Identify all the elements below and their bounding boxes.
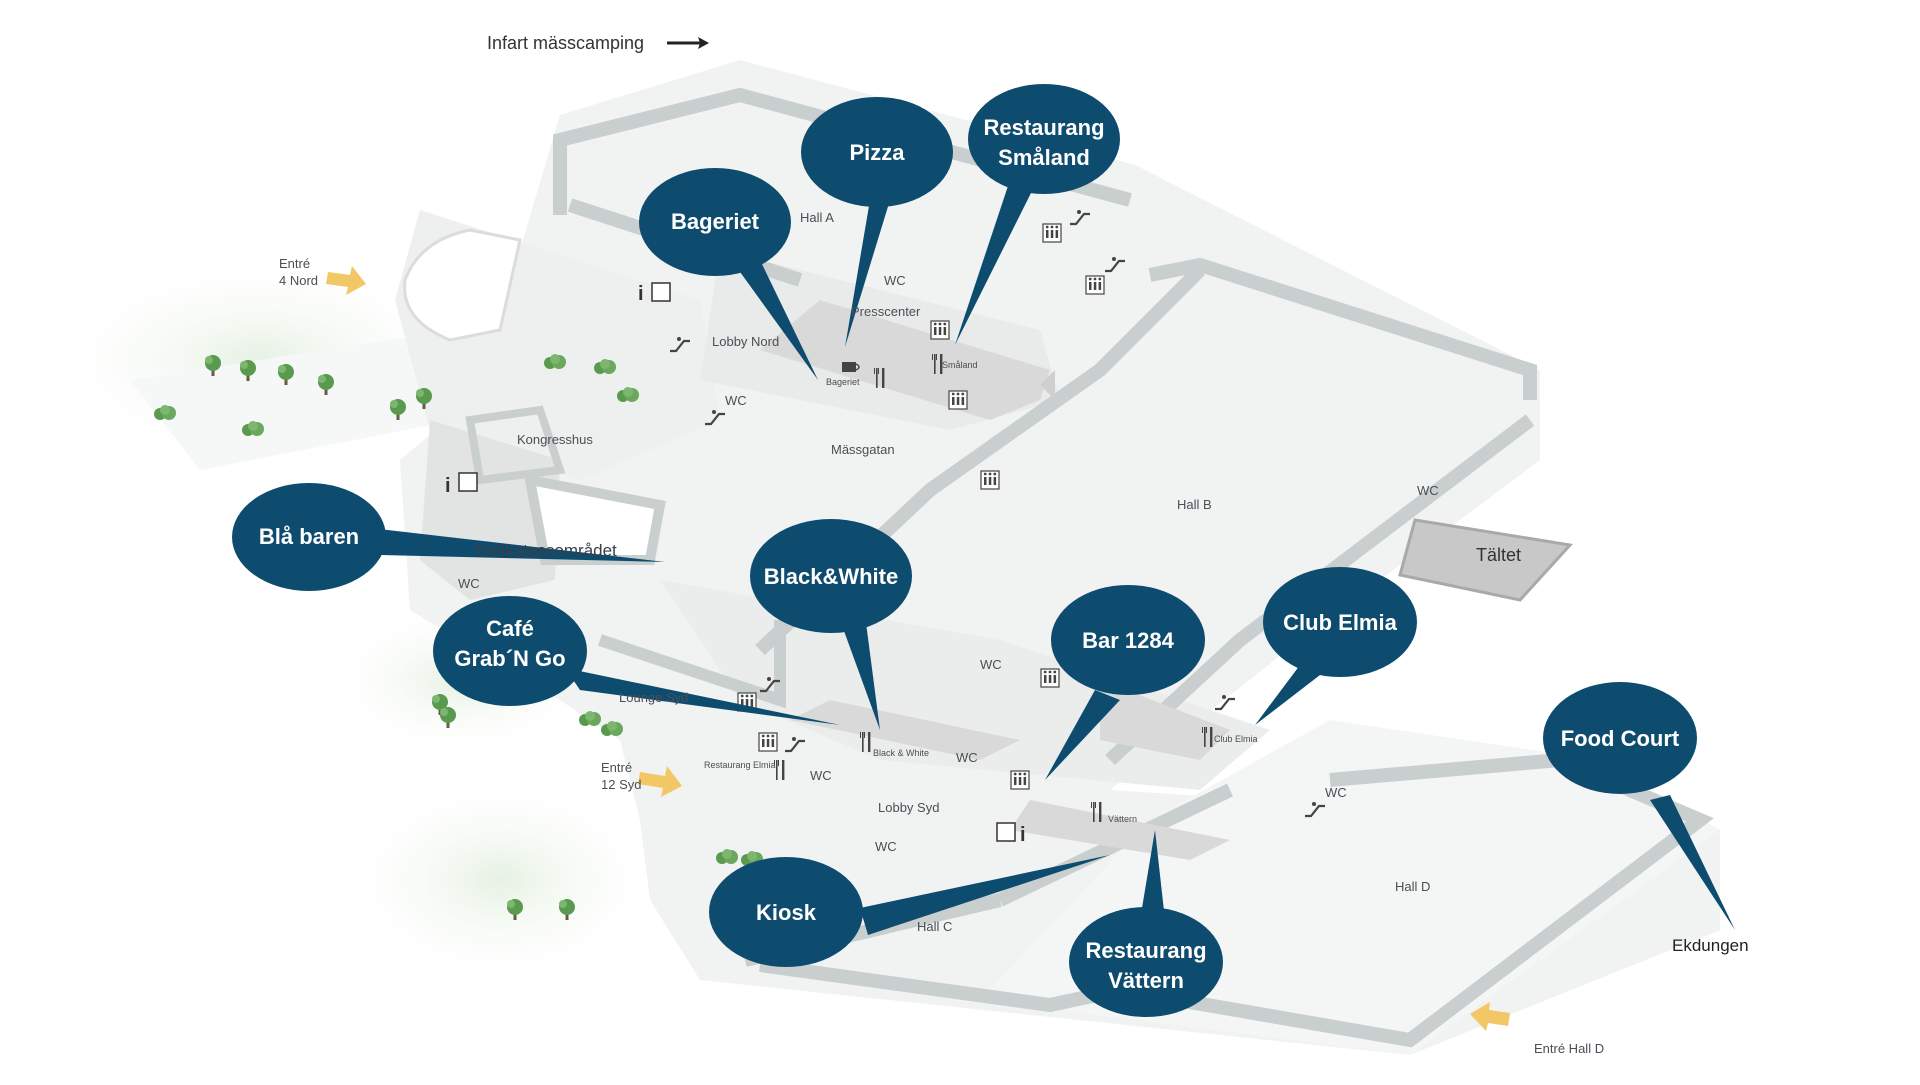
delikatessomradet-label: Delikatessområdet [476,541,617,560]
svg-text:Black&White: Black&White [764,564,898,589]
svg-text:Blå baren: Blå baren [259,524,359,549]
svg-text:Grab´N Go: Grab´N Go [454,646,565,671]
massgatan-label: Mässgatan [831,442,895,457]
entrance-arrow-icon [638,766,682,797]
svg-text:Vättern: Vättern [1108,968,1184,993]
ekdungen-label: Ekdungen [1672,936,1749,955]
callout-restaurang-vattern[interactable]: Restaurang Vättern [1069,907,1223,1017]
info-icon: i [1020,824,1026,846]
restaurang-elmia-small-label: Restaurang Elmia [704,760,776,770]
taltet-label: Tältet [1476,545,1521,565]
svg-text:Restaurang: Restaurang [983,115,1104,140]
infart-masscamping-label: Infart mässcamping [487,33,644,53]
club-elmia-small-label: Club Elmia [1214,734,1258,744]
svg-text:Bageriet: Bageriet [671,209,760,234]
entre-nord-label-1: Entré [279,256,310,271]
hall-a-label: Hall A [800,210,834,225]
wc-label: WC [1325,785,1347,800]
lobby-nord-label: Lobby Nord [712,334,779,349]
entre-hall-d-label: Entré Hall D [1534,1041,1604,1056]
entre-nord-label-2: 4 Nord [279,273,318,288]
svg-text:Bar 1284: Bar 1284 [1082,628,1175,653]
callout-bageriet[interactable]: Bageriet [639,168,791,276]
wc-label: WC [980,657,1002,672]
wc-label: WC [1417,483,1439,498]
svg-text:Kiosk: Kiosk [756,900,817,925]
zones [403,228,1573,860]
info-icon: i [638,283,644,305]
wc-label: WC [810,768,832,783]
wc-label: WC [956,750,978,765]
svg-text:Club Elmia: Club Elmia [1283,610,1397,635]
callout-bar-1284[interactable]: Bar 1284 [1051,585,1205,695]
entrance-arrows [326,37,1510,1031]
kongresshus-label: Kongresshus [517,432,593,447]
area-labels: Hall A Hall B Hall C Hall D Tältet Lobby… [476,210,1749,955]
info-icons: i i i [445,282,1026,846]
arrow-right-icon [698,37,709,49]
svg-text:Pizza: Pizza [849,140,905,165]
lounge-syd-label: Lounge Syd [619,690,688,705]
entrance-arrow-icon [1470,1002,1510,1031]
callout-tails [370,180,1735,935]
lobby-syd-label: Lobby Syd [878,800,939,815]
hall-b-label: Hall B [1177,497,1212,512]
entre-syd-label-1: Entré [601,760,632,775]
coffee-cup-icon [842,362,860,372]
svg-text:Småland: Småland [998,145,1090,170]
info-icon: i [445,475,451,497]
wc-label: WC [884,273,906,288]
callout-bla-baren[interactable]: Blå baren [232,483,386,591]
entrance-arrow-icon [326,266,366,295]
smaland-small-label: Småland [942,360,978,370]
callout-pizza[interactable]: Pizza [801,97,953,207]
wc-label: WC [725,393,747,408]
wc-labels: WC WC WC WC WC WC WC WC WC [458,273,1439,854]
hall-d-label: Hall D [1395,879,1430,894]
callout-black-white[interactable]: Black&White [750,519,912,633]
svg-text:Food Court: Food Court [1561,726,1680,751]
callout-restaurang-smaland[interactable]: Restaurang Småland [968,84,1120,194]
black-white-small-label: Black & White [873,748,929,758]
svg-text:Restaurang: Restaurang [1085,938,1206,963]
wc-label: WC [458,576,480,591]
entre-syd-label-2: 12 Syd [601,777,641,792]
presscenter-label: Presscenter [851,304,921,319]
wc-label: WC [875,839,897,854]
entrance-labels: Entré 4 Nord Entré 12 Syd Entré Hall D I… [279,33,1604,1056]
callout-club-elmia[interactable]: Club Elmia [1263,567,1417,677]
callout-cafe-grab-n-go[interactable]: Café Grab´N Go [433,596,587,706]
small-labels: Bageriet Småland Black & White Restauran… [704,360,1258,824]
callout-food-court[interactable]: Food Court [1543,682,1697,794]
svg-text:Café: Café [486,616,534,641]
hall-c-label: Hall C [917,919,952,934]
bageriet-small-label: Bageriet [826,377,860,387]
vattern-small-label: Vättern [1108,814,1137,824]
callout-kiosk[interactable]: Kiosk [709,857,863,967]
